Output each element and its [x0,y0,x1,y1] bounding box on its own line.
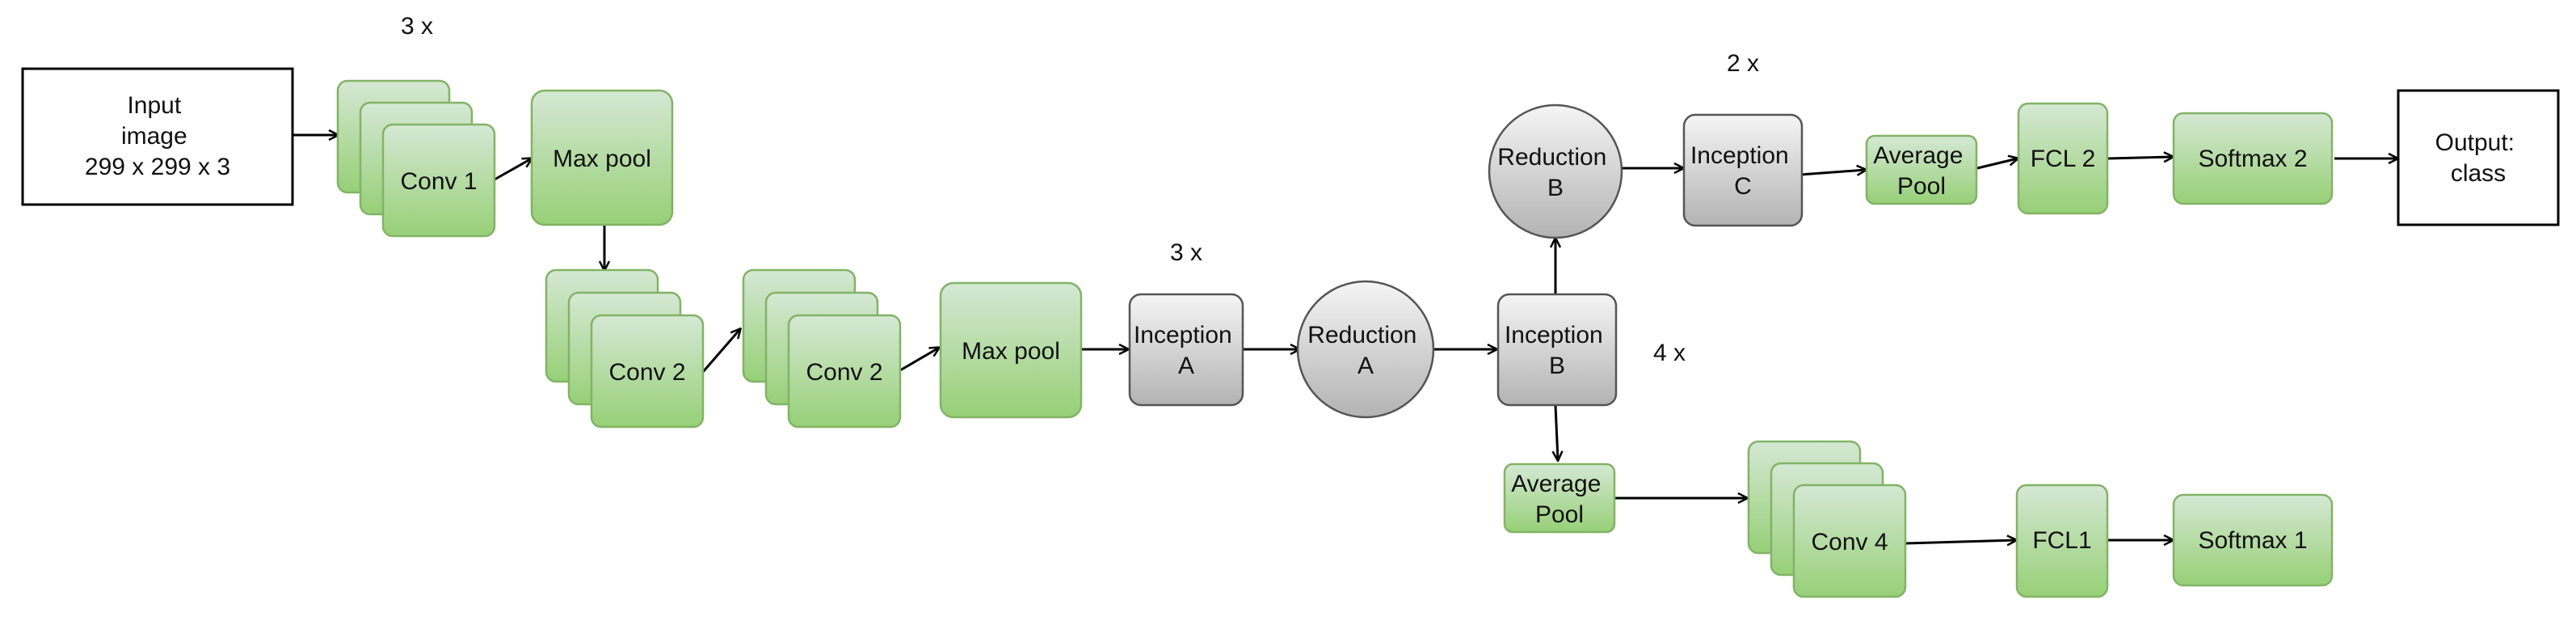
inceptionA-node: Inception A [1128,293,1244,407]
arrow-inceptionB-to-avgpool1 [1555,404,1558,460]
arrow-fcl2-to-softmax2 [2107,157,2173,158]
avgpool1-node: Average Pool [1503,463,1616,534]
inceptionC-node: Inception C [1682,113,1804,227]
conv4-stack: Conv 4 [1747,440,1907,598]
conv1-stack: Conv 1 [336,79,496,238]
inceptionA-multiplier: 3 x [1170,239,1202,266]
reductionA-node: Reduction A [1296,280,1435,419]
svg-text:Average Pool: Average Pool [1873,142,1970,200]
maxpool2-label: Max pool [962,338,1060,365]
inceptionC-multiplier: 2 x [1727,50,1759,77]
conv1-label: Conv 1 [400,168,477,195]
softmax1-node: Softmax 1 [2172,493,2334,587]
conv2a-label: Conv 2 [608,359,685,386]
fcl2-label: FCL 2 [2031,146,2096,172]
softmax1-label: Softmax 1 [2198,527,2307,554]
avgpool2-node: Average Pool [1865,134,1978,205]
svg-text:Output: class: Output: class [2435,129,2522,187]
svg-text:Input image 299 x: Input image 299 x 299 x 3 [85,92,230,180]
fcl2-node: FCL 2 [2017,102,2109,215]
svg-text:Inception A: Inception A [1134,322,1239,379]
softmax2-label: Softmax 2 [2198,146,2307,172]
softmax2-node: Softmax 2 [2172,112,2334,205]
fcl1-node: FCL1 [2015,484,2109,598]
inceptionB-node: Inception B [1496,293,1618,407]
input-image-node: Input image 299 x 299 x 3 [21,67,294,206]
svg-text:Inception B: Inception B [1505,322,1610,379]
svg-text:Inception C: Inception C [1690,142,1795,200]
arrow-avgpool2-to-fcl2 [1976,158,2018,170]
arrow-conv2b-to-maxpool2 [899,348,939,372]
conv2a-stack: Conv 2 [545,268,705,429]
maxpool1-label: Max pool [553,146,651,172]
arrow-conv4-to-fcl1 [1905,540,2016,543]
reductionB-node: Reduction B [1488,104,1623,239]
conv1-multiplier: 3 x [401,13,433,40]
arrow-conv1-to-maxpool1 [494,158,532,181]
maxpool2-node: Max pool [939,281,1083,419]
arrow-conv2a-to-conv2b [701,329,740,373]
conv2b-label: Conv 2 [806,359,882,386]
fcl1-label: FCL1 [2032,527,2091,554]
connections [291,135,2397,543]
maxpool1-node: Max pool [530,89,674,226]
svg-text:Reduction A: Reduction A [1307,322,1423,379]
conv2b-stack: Conv 2 [742,268,902,429]
conv4-label: Conv 4 [1811,529,1888,556]
inceptionB-multiplier: 4 x [1653,340,1686,366]
svg-text:Reduction B: Reduction B [1497,144,1613,201]
arrow-inceptionC-to-avgpool2 [1799,170,1866,175]
svg-text:Average Pool: Average Pool [1511,471,1608,528]
output-class-node: Output: class [2397,89,2560,226]
